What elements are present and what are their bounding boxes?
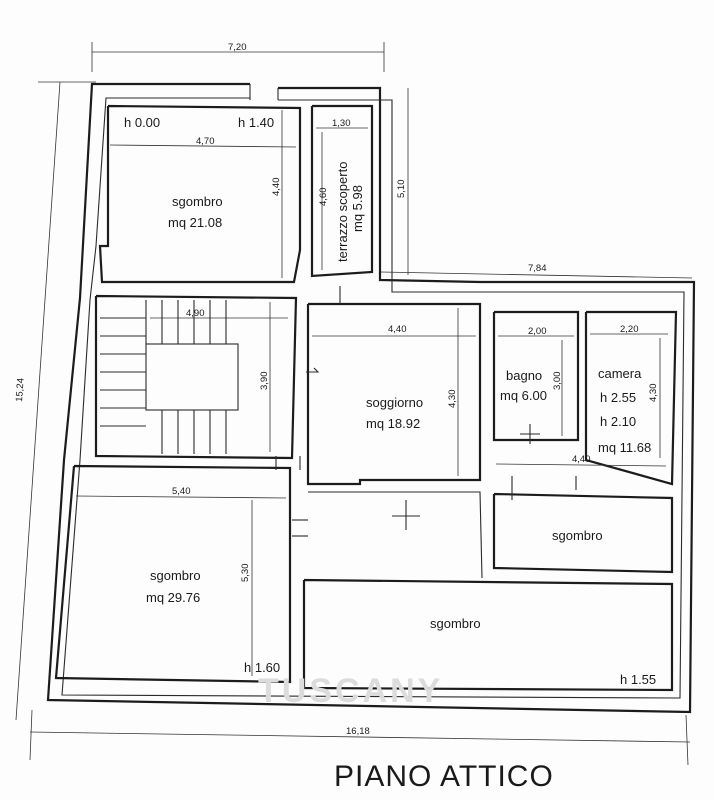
room-sgombro-bottom: sgombro h 1.55 bbox=[302, 491, 674, 692]
dim-bottom-width: 16,18 bbox=[346, 726, 370, 737]
soggiorno-depth: 4,30 bbox=[447, 390, 458, 409]
room-sgombro-right: sgombro bbox=[492, 492, 674, 574]
camera-h1: h 2.55 bbox=[600, 390, 636, 405]
stairs-width: 4,90 bbox=[186, 308, 205, 319]
room-sgombro-top: 4,70 4,40 h 0.00 h 1.40 sgombro mq 21.08 bbox=[98, 104, 302, 284]
sgombro-top-label: sgombro bbox=[172, 194, 223, 209]
soggiorno-area: mq 18.92 bbox=[366, 416, 420, 431]
bagno-label: bagno bbox=[506, 368, 542, 383]
outer-walls bbox=[46, 82, 696, 714]
sgombro-left-h: h 1.60 bbox=[244, 660, 280, 675]
terrazzo-area: mq 5.98 bbox=[350, 185, 365, 232]
camera-area: mq 11.68 bbox=[598, 440, 651, 455]
camera-depth: 4,30 bbox=[648, 384, 659, 403]
sgombro-top-h-left: h 0.00 bbox=[124, 115, 160, 130]
sgombro-left-depth: 5,30 bbox=[240, 564, 251, 583]
sgombro-top-depth: 4,40 bbox=[271, 178, 282, 197]
camera-width: 2,20 bbox=[620, 324, 639, 335]
room-sgombro-left: 5,40 5,30 sgombro mq 29.76 h 1.60 bbox=[54, 464, 292, 684]
sgombro-left-area: mq 29.76 bbox=[146, 590, 200, 605]
stair-treads bbox=[100, 300, 227, 454]
stairwell: 4,90 3,90 bbox=[94, 294, 298, 460]
dim-right-top-width: 7,84 bbox=[528, 263, 547, 274]
camera-h2: h 2.10 bbox=[600, 414, 636, 429]
sgombro-bottom-h: h 1.55 bbox=[620, 672, 656, 687]
terrazzo-label: terrazzo scoperto bbox=[335, 162, 350, 262]
dim-top-width: 7,20 bbox=[228, 42, 247, 53]
camera-width-2: 4,40 bbox=[572, 454, 591, 465]
sgombro-left-label: sgombro bbox=[150, 568, 201, 583]
sgombro-top-area: mq 21.08 bbox=[168, 215, 222, 230]
sgombro-bottom-label: sgombro bbox=[430, 616, 481, 631]
room-camera: 2,20 4,30 4,40 camera h 2.55 h 2.10 mq 1… bbox=[495, 310, 678, 486]
bagno-depth: 3,00 bbox=[552, 372, 563, 391]
camera-label: camera bbox=[598, 366, 642, 381]
outer-dimensions: 7,20 15,24 16,18 7,84 5,10 bbox=[14, 42, 693, 766]
terrazzo-width: 1,30 bbox=[332, 118, 351, 129]
dim-left-height: 15,24 bbox=[14, 378, 27, 402]
sgombro-right-label: sgombro bbox=[552, 528, 603, 543]
room-bagno: 2,00 3,00 bagno mq 6.00 bbox=[492, 310, 580, 442]
soggiorno-label: soggiorno bbox=[366, 395, 423, 410]
plan-title: PIANO ATTICO bbox=[334, 760, 554, 793]
bagno-area: mq 6.00 bbox=[500, 388, 547, 403]
bagno-width: 2,00 bbox=[528, 326, 547, 337]
room-terrazzo: 1,30 4,60 terrazzo scoperto mq 5.98 bbox=[310, 104, 374, 278]
sgombro-top-h-right: h 1.40 bbox=[238, 115, 274, 130]
watermark: TUSCANY bbox=[258, 672, 443, 710]
door-marks bbox=[249, 84, 577, 537]
terrazzo-depth: 4,60 bbox=[318, 188, 329, 207]
sgombro-left-width: 5,40 bbox=[172, 486, 191, 497]
soggiorno-width: 4,40 bbox=[388, 324, 407, 335]
sgombro-top-width: 4,70 bbox=[196, 136, 215, 147]
dim-right-top-height: 5,10 bbox=[396, 180, 407, 199]
room-soggiorno: 4,40 4,30 soggiorno mq 18.92 bbox=[306, 302, 482, 486]
stairs-depth: 3,90 bbox=[259, 372, 270, 391]
